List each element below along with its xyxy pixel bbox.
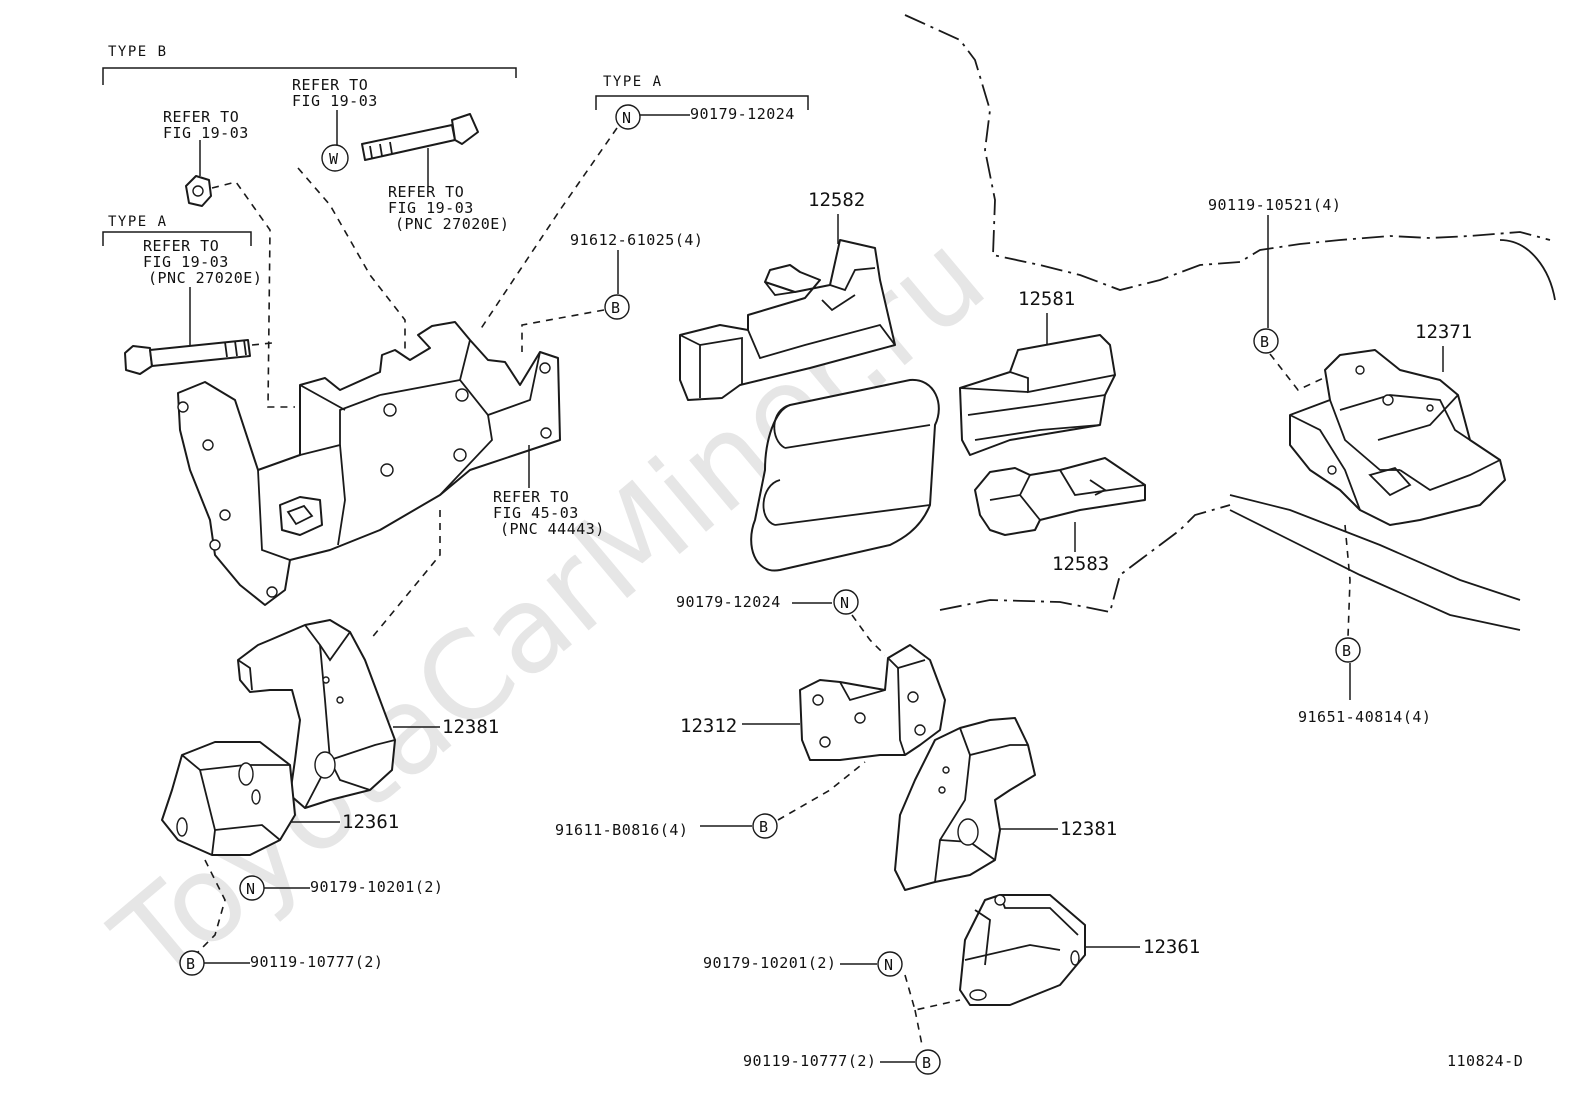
- part-12381-left: 12381: [442, 716, 499, 738]
- part-90179-10201-right: 90179-10201(2): [703, 954, 836, 972]
- type-b-bolt: [361, 113, 479, 161]
- refer-fig1903-washer-line1: REFER TO: [292, 76, 368, 94]
- refer-fig4503-line2: FIG 45-03: [493, 504, 579, 522]
- part-12381-right: 12381: [1060, 818, 1117, 840]
- type-a-bolt: [124, 339, 251, 375]
- type-b-bracket-line: [102, 67, 517, 85]
- refer-fig1903-bolt-a-line3: (PNC 27020E): [148, 269, 262, 287]
- refer-fig1903-bolt-b-line3: (PNC 27020E): [395, 215, 509, 233]
- part-90179-12024-top: 90179-12024: [690, 105, 795, 123]
- upper-insulator-12582: [679, 239, 896, 401]
- nut-n-symbol-top: N: [615, 104, 641, 130]
- bolt-b-symbol-upper-mid: B: [604, 294, 630, 320]
- bolt-symbol-lower-right-letter: B: [1342, 642, 1351, 660]
- nut-n-symbol-left: N: [239, 875, 265, 901]
- type-a-left-label: TYPE A: [108, 214, 168, 230]
- refer-fig4503-line1: REFER TO: [493, 488, 569, 506]
- bolt-symbol-mid-left-letter: B: [759, 818, 768, 836]
- left-insulator-bracket-12381: [237, 619, 396, 809]
- refer-fig1903-bolt-b-line2: FIG 19-03: [388, 199, 474, 217]
- part-12361-right: 12361: [1143, 936, 1200, 958]
- refer-fig1903-bolt-a-line1: REFER TO: [143, 237, 219, 255]
- washer-w-symbol: W: [321, 144, 349, 172]
- part-91612-61025: 91612-61025(4): [570, 231, 703, 249]
- left-insulator-12361: [161, 741, 296, 856]
- bolt-b-symbol-mid-left: B: [752, 813, 778, 839]
- part-90119-10777-right: 90119-10777(2): [743, 1052, 876, 1070]
- crossmember-tube: [750, 378, 940, 572]
- rear-mount-bracket-12312: [799, 644, 946, 761]
- bolt-b-symbol-left: B: [179, 950, 205, 976]
- refer-fig1903-bolt-a-line2: FIG 19-03: [143, 253, 229, 271]
- refer-fig1903-nut-line2: FIG 19-03: [163, 124, 249, 142]
- type-a-upper-label: TYPE A: [603, 74, 663, 90]
- rear-engine-mount-12371: [1289, 349, 1506, 526]
- flange-nut: [185, 175, 212, 207]
- part-12361-left: 12361: [342, 811, 399, 833]
- right-insulator-12361: [959, 894, 1086, 1006]
- bolt-symbol-upper-right-letter: B: [1260, 333, 1269, 351]
- stopper-plate-12583: [974, 457, 1146, 536]
- washer-symbol-letter: W: [329, 150, 339, 168]
- nut-n-symbol-right: N: [877, 951, 903, 977]
- part-91651-40814: 91651-40814(4): [1298, 708, 1431, 726]
- bolt-b-symbol-lower-right: B: [1335, 637, 1361, 663]
- nut-symbol-left-letter: N: [246, 880, 255, 898]
- phantom-engine-outline: [904, 14, 1556, 631]
- refer-fig1903-nut-line1: REFER TO: [163, 108, 239, 126]
- part-12581: 12581: [1018, 288, 1075, 310]
- part-12582: 12582: [808, 189, 865, 211]
- nut-symbol-top-letter: N: [622, 109, 631, 127]
- nut-n-symbol-mid: N: [833, 589, 859, 615]
- part-90179-12024-mid: 90179-12024: [676, 593, 781, 611]
- nut-symbol-right-letter: N: [884, 956, 893, 974]
- bolt-b-symbol-upper-right: B: [1253, 328, 1279, 354]
- part-12583: 12583: [1052, 553, 1109, 575]
- bolt-b-symbol-right-bottom: B: [915, 1049, 941, 1075]
- part-91611-b0816: 91611-B0816(4): [555, 821, 688, 839]
- lower-insulator-12581: [959, 334, 1116, 456]
- nut-symbol-mid-letter: N: [840, 594, 849, 612]
- type-b-label: TYPE B: [108, 44, 168, 60]
- part-90119-10777-left: 90119-10777(2): [250, 953, 383, 971]
- refer-fig1903-washer-line2: FIG 19-03: [292, 92, 378, 110]
- refer-fig1903-bolt-b-line1: REFER TO: [388, 183, 464, 201]
- bolt-symbol-left-letter: B: [186, 955, 195, 973]
- diagram-code: 110824-D: [1447, 1052, 1523, 1070]
- part-90119-10521: 90119-10521(4): [1208, 196, 1341, 214]
- bolt-symbol-right-bottom-letter: B: [922, 1054, 931, 1072]
- left-engine-mounting-bracket: [177, 321, 561, 606]
- part-90179-10201-left: 90179-10201(2): [310, 878, 443, 896]
- part-12371: 12371: [1415, 321, 1472, 343]
- refer-fig4503-line3: (PNC 44443): [500, 520, 605, 538]
- bolt-symbol-upper-mid-letter: B: [611, 299, 620, 317]
- right-insulator-bracket-12381: [894, 717, 1036, 891]
- part-12312: 12312: [680, 715, 737, 737]
